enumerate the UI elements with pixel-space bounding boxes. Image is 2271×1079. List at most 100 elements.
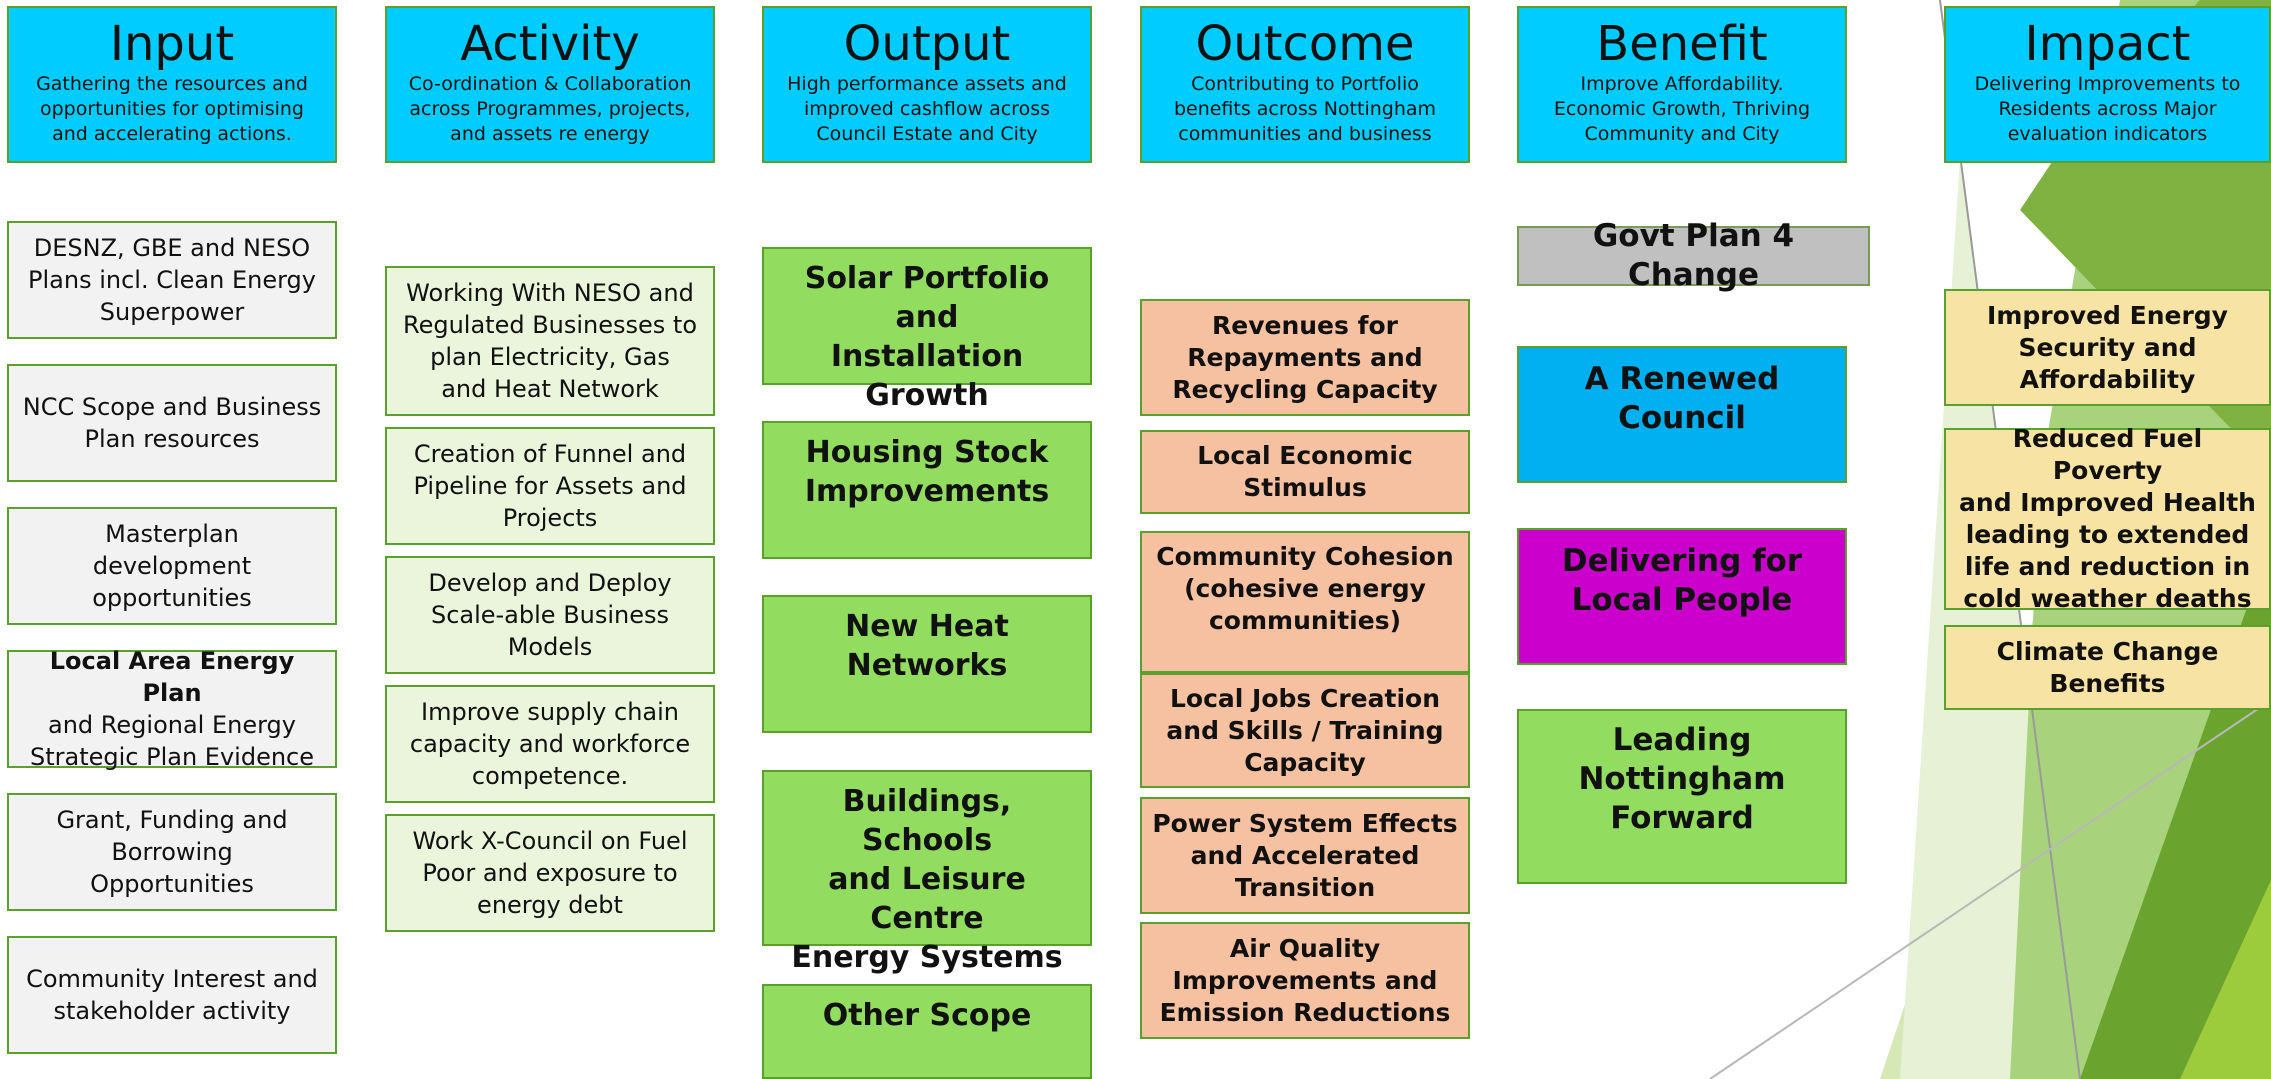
box-text-line: Plans incl. Clean Energy [28,266,316,294]
box-text-line: and Heat Network [441,375,659,403]
box-text-line: Regulated Businesses to [402,311,698,339]
box-text-line: Improvements [804,474,1050,509]
box-text-line: Local Jobs Creation [1169,683,1441,713]
box-text-line: Strategic Plan Evidence [29,743,314,771]
box-text-line: Benefits [2049,668,2166,698]
box-text-line: Council [1618,400,1746,436]
header-impact-title: Impact [2024,16,2191,72]
box-text-line: Council Estate and City [816,123,1038,145]
box-text-line: (cohesive energy [1184,574,1426,603]
box-text-line: Working With NESO and [406,279,694,307]
box-text-line: Improved Energy [1987,300,2228,330]
header-output-title: Output [843,16,1011,72]
box-text-line: Other Scope [822,998,1032,1033]
box-text-line: improved cashflow across [803,98,1050,120]
box-text-line: Community and City [1584,123,1780,145]
box-text-line: Residents across Major [1998,98,2217,120]
box-text-line: and Accelerated [1190,840,1420,870]
box-text-line: NCC Scope and Business [22,393,322,421]
benefit-box-govt-plan: Govt Plan 4 Change [1517,218,1870,293]
box-text-line: across Programmes, projects, [409,98,691,120]
box-text-line: DESNZ, GBE and NESO [33,234,311,262]
box-text-line: Housing Stock [805,435,1049,470]
box-text-line: Security and [2018,332,2197,362]
box-text-line: Co-ordination & Collaboration [408,73,692,95]
box-text-line: Masterplan [105,520,239,548]
box-text-line: Projects [502,504,598,532]
box-text-line: Borrowing [111,838,233,866]
bg-line-2 [1709,699,2271,1079]
box-text-line: Pipeline for Assets and [413,472,687,500]
box-text-line: Contributing to Portfolio [1191,73,1419,95]
box-text-line: competence. [471,762,629,790]
box-text-line: and Improved Health [1959,488,2256,517]
box-text-line: Networks [846,648,1008,683]
box-text-line: Delivering for [1561,543,1803,579]
box-text-line: Air Quality [1229,933,1381,963]
header-activity-title: Activity [460,16,640,72]
box-text-line: stakeholder activity [53,997,291,1025]
box-text-line: and Leisure Centre [828,862,1026,936]
box-text-line: Recycling Capacity [1172,374,1438,404]
box-text-line: Energy Systems [791,940,1063,975]
box-text-line: and assets re energy [450,123,650,145]
box-text-line: Leading [1612,722,1752,758]
header-activity-subtitle: Co-ordination & Collaboration across Prog… [399,70,702,147]
box-text-line: Gathering the resources and [36,73,308,95]
box-text-line: New Heat [845,609,1009,644]
box-text-line: leading to extended [1965,520,2250,549]
box-text-line: development [92,552,252,580]
box-text-line: High performance assets and [787,73,1067,95]
box-text-line: Transition [1234,872,1376,902]
header-input: Input Gathering the resources and opportu… [7,6,337,163]
header-benefit-title: Benefit [1596,16,1768,72]
box-text-line: A Renewed [1584,361,1780,397]
box-text-line: Delivering Improvements to [1974,73,2241,95]
box-text-line: Superpower [99,298,245,326]
box-text-line: and Skills / Training [1166,715,1444,745]
box-text-line: Installation Growth [830,339,1024,413]
box-text-line: Buildings, Schools [842,784,1012,858]
header-input-title: Input [109,16,235,72]
header-benefit: Benefit Improve Affordability.Economic G… [1517,6,1847,163]
box-text-line: Nottingham [1578,761,1786,797]
box-text-line: Improve supply chain [421,698,679,726]
box-text-line: Local People [1571,582,1793,618]
box-text-line: Opportunities [90,870,254,898]
bg-shape-bright [2180,880,2271,1079]
box-text-line: Improvements and [1172,965,1438,995]
box-text-line: Plan resources [84,425,260,453]
header-input-subtitle: Gathering the resources and opportunities… [26,70,318,147]
header-output-subtitle: High performance assets and improved cash… [777,70,1077,147]
box-text-line: cold weather deaths [1963,584,2252,613]
box-text-line: opportunities for optimising [40,98,304,120]
box-text-line: Climate Change [1996,636,2219,666]
box-text-line: Stimulus [1243,473,1367,502]
box-text-line: Local Economic [1197,441,1413,470]
header-benefit-subtitle: Improve Affordability.Economic Growth, T… [1544,70,1820,147]
header-activity: Activity Co-ordination & Collaboration ac… [385,6,715,163]
box-text-line: communities) [1208,606,1402,635]
box-text-line: Govt Plan 4 Change [1592,218,1795,293]
box-text-line: Creation of Funnel and [413,440,687,468]
